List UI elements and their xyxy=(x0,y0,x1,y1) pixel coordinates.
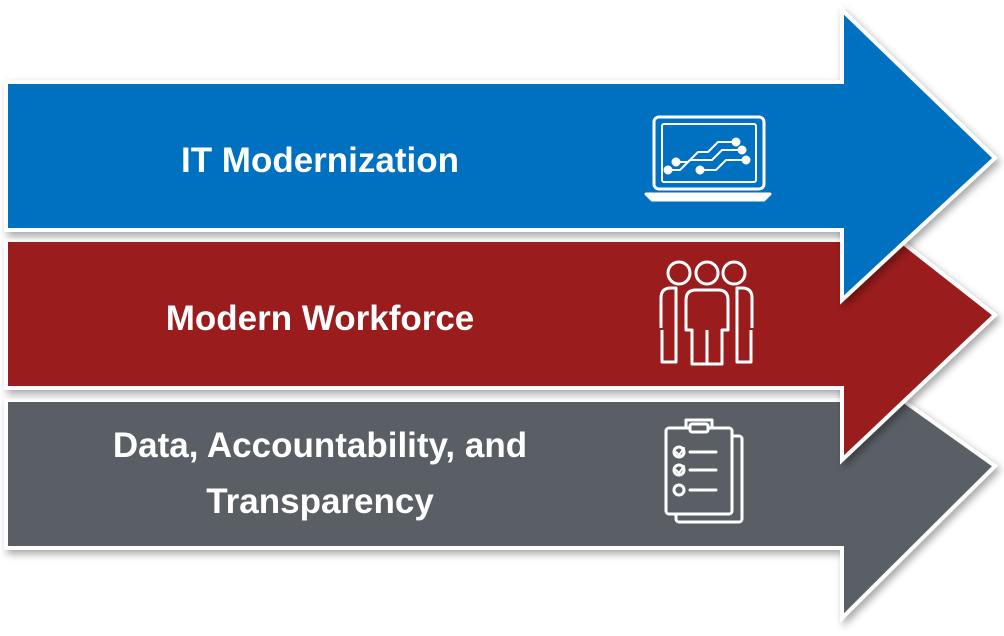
arrow-it-modernization xyxy=(4,5,998,305)
arrow-label-line-2: Transparency xyxy=(206,482,434,521)
laptop-circuit-icon xyxy=(644,115,772,202)
clipboard-checklist-icon xyxy=(664,418,744,524)
arrow-label-modern-workforce: Modern Workforce xyxy=(165,299,475,338)
arrow-label-line-1: Data, Accountability, and xyxy=(112,426,528,465)
arrow-label-data-accountability: Data, Accountability, and Transparency xyxy=(60,418,580,530)
arrow-label-it-modernization: IT Modernization xyxy=(180,141,460,180)
people-group-icon xyxy=(659,260,754,366)
